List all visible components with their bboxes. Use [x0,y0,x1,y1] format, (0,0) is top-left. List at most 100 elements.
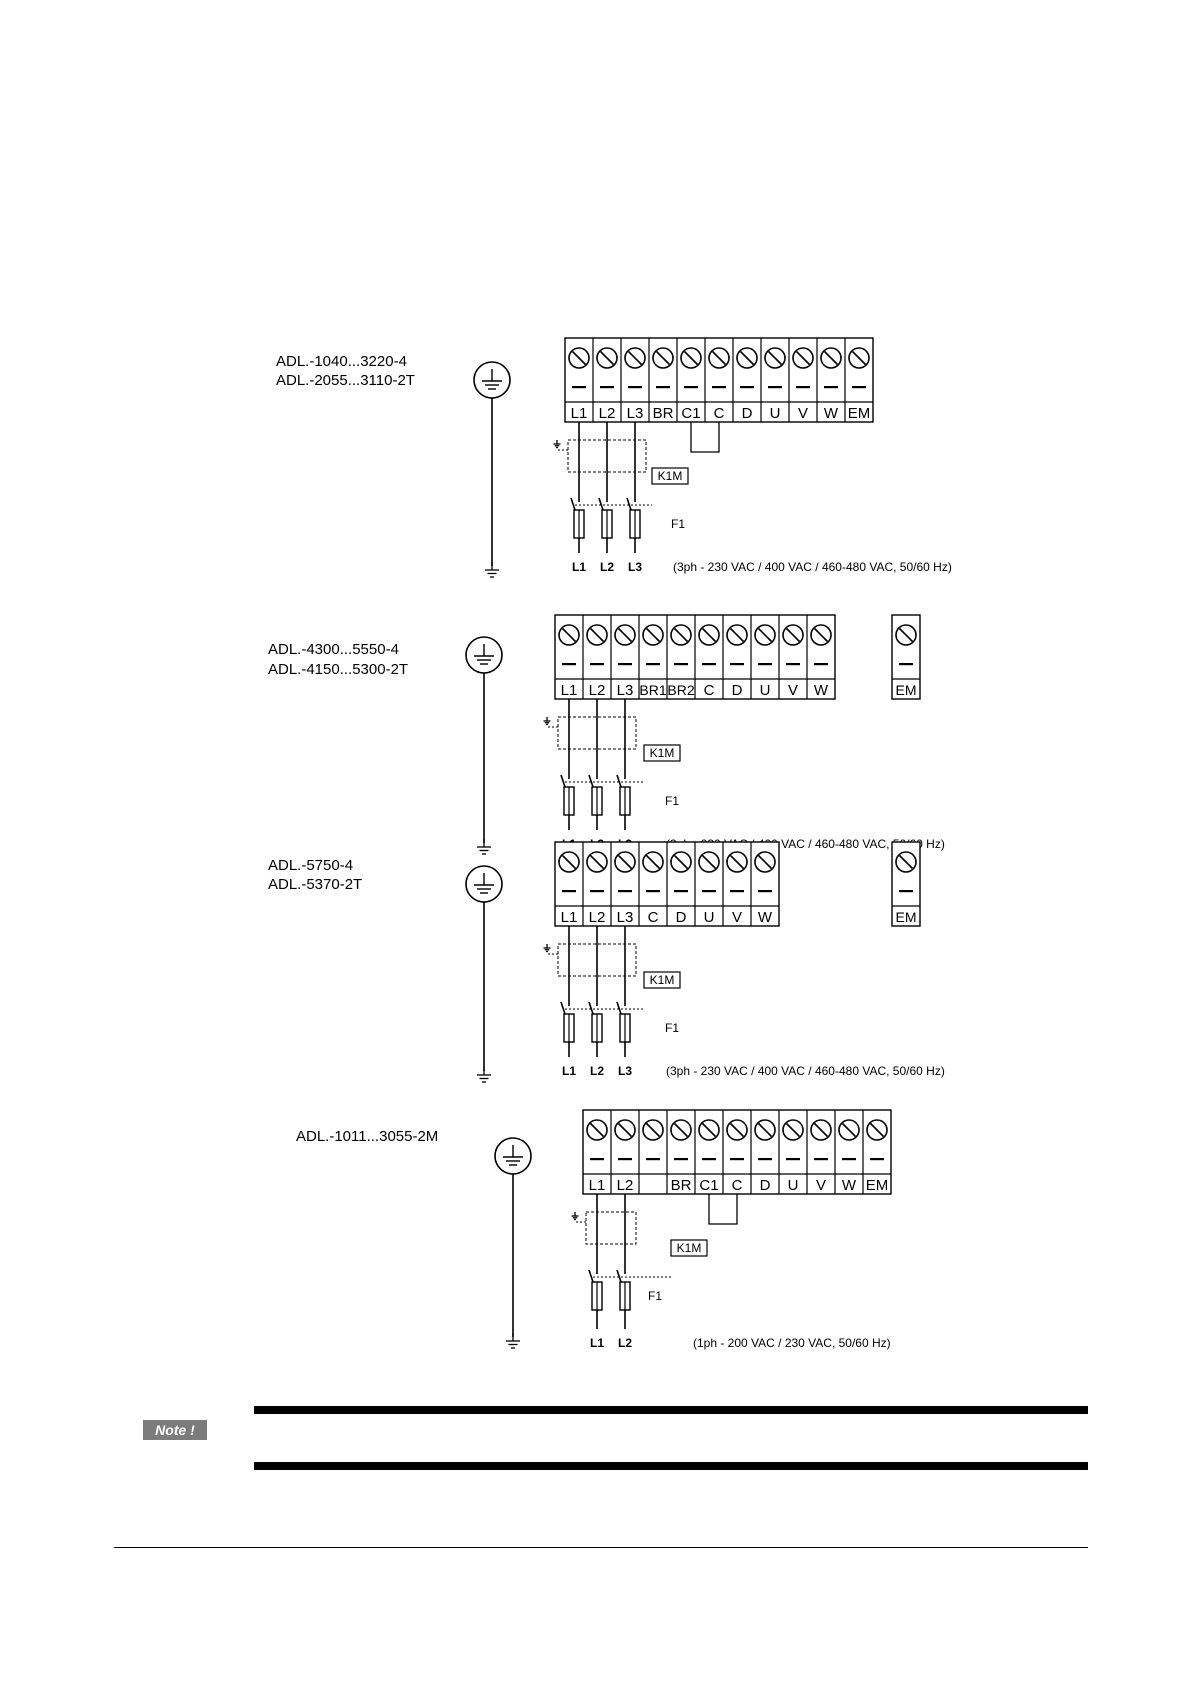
screw-icon [838,1119,860,1141]
terminal-mark [600,386,614,389]
contactor-box [643,744,681,762]
screw-icon [558,851,580,873]
terminal-mark [786,663,800,666]
terminal-mark [899,663,913,666]
model-label-1b: ADL.-2055...3110-2T [276,372,415,389]
terminal-mark [646,663,660,666]
terminal-label-em: EM [866,1177,889,1194]
terminal-mark [590,1158,604,1161]
terminal-mark [824,386,838,389]
supply-line-label-l3: L3 [628,560,642,574]
screw-icon [624,347,646,369]
screw-icon [596,347,618,369]
terminal-mark [562,663,576,666]
supply-line-label-l2: L2 [600,560,614,574]
screw-icon [568,347,590,369]
screw-icon [642,851,664,873]
terminal-label-d: D [760,1177,771,1194]
screw-icon [698,624,720,646]
screw-icon [764,347,786,369]
terminal-mark [702,890,716,893]
terminal-label-l1: L1 [571,405,588,422]
terminal-label-w: W [758,909,773,926]
terminal-block [582,1109,892,1195]
terminal-mark [618,663,632,666]
terminal-label-u: U [770,405,781,422]
separate-terminal [891,841,921,927]
screw-icon [782,624,804,646]
screw-icon [726,851,748,873]
contactor-label: K1M [650,973,675,987]
screw-icon [652,347,674,369]
bridge-link [708,1194,738,1225]
terminal-label-l3: L3 [627,405,644,422]
screw-icon [810,624,832,646]
terminal-label-l1: L1 [561,909,578,926]
terminal-mark [796,386,810,389]
terminal-mark [786,1158,800,1161]
terminal-label-l2: L2 [599,405,616,422]
screw-icon [708,347,730,369]
contactor-label: K1M [650,746,675,760]
terminal-mark [842,1158,856,1161]
screw-icon [586,624,608,646]
screw-icon [754,1119,776,1141]
terminal-label-w: W [842,1177,857,1194]
terminal-mark [628,386,642,389]
model-label-3a: ADL.-5750-4 [268,857,354,874]
screw-icon [680,347,702,369]
terminal-mark [814,1158,828,1161]
terminal-mark [730,1158,744,1161]
terminal-mark [730,663,744,666]
fuse-label: F1 [671,517,685,531]
screw-icon [586,851,608,873]
terminal-label-l1: L1 [589,1177,606,1194]
screw-icon [792,347,814,369]
screw-icon [586,1119,608,1141]
terminal-mark [730,890,744,893]
fuse-label: F1 [665,1021,679,1035]
terminal-mark [618,890,632,893]
supply-line-label-l2: L2 [618,1336,632,1350]
supply-line-label-l3: L3 [618,1064,632,1078]
supply-line-label-l1: L1 [572,560,586,574]
supply-line-label-l1: L1 [590,1336,604,1350]
terminal-label-em: EM [896,909,917,925]
model-label-1a: ADL.-1040...3220-4 [276,353,407,370]
terminal-mark [656,386,670,389]
model-label-2b: ADL.-4150...5300-2T [268,661,409,678]
cable-shield [585,1211,637,1245]
screw-icon [726,624,748,646]
terminal-mark [646,890,660,893]
terminal-mark [684,386,698,389]
terminal-mark [814,663,828,666]
terminal-label-l1: L1 [561,682,578,699]
terminal-label-w: W [814,682,829,699]
contactor-label: K1M [677,1241,702,1255]
screw-icon [670,624,692,646]
screw-icon [642,1119,664,1141]
terminal-label-d: D [732,682,743,699]
supply-spec: (1ph - 200 VAC / 230 VAC, 50/60 Hz) [693,1336,891,1350]
terminal-label-w: W [824,405,839,422]
screw-icon [895,624,917,646]
screw-icon [848,347,870,369]
terminal-mark [674,1158,688,1161]
model-label-2a: ADL.-4300...5550-4 [268,641,399,658]
screw-icon [866,1119,888,1141]
terminal-label-c: C [732,1177,743,1194]
contactor-box [651,467,689,485]
terminal-label-em: EM [896,682,917,698]
supply-spec: (3ph - 230 VAC / 400 VAC / 460-480 VAC, … [673,560,952,574]
screw-icon [642,624,664,646]
terminal-mark [590,890,604,893]
screw-icon [614,1119,636,1141]
terminal-mark [618,1158,632,1161]
contactor-label: K1M [658,469,683,483]
terminal-mark [674,663,688,666]
terminal-mark [646,1158,660,1161]
fuse-label: F1 [648,1289,662,1303]
terminal-label-c1: C1 [681,405,700,422]
